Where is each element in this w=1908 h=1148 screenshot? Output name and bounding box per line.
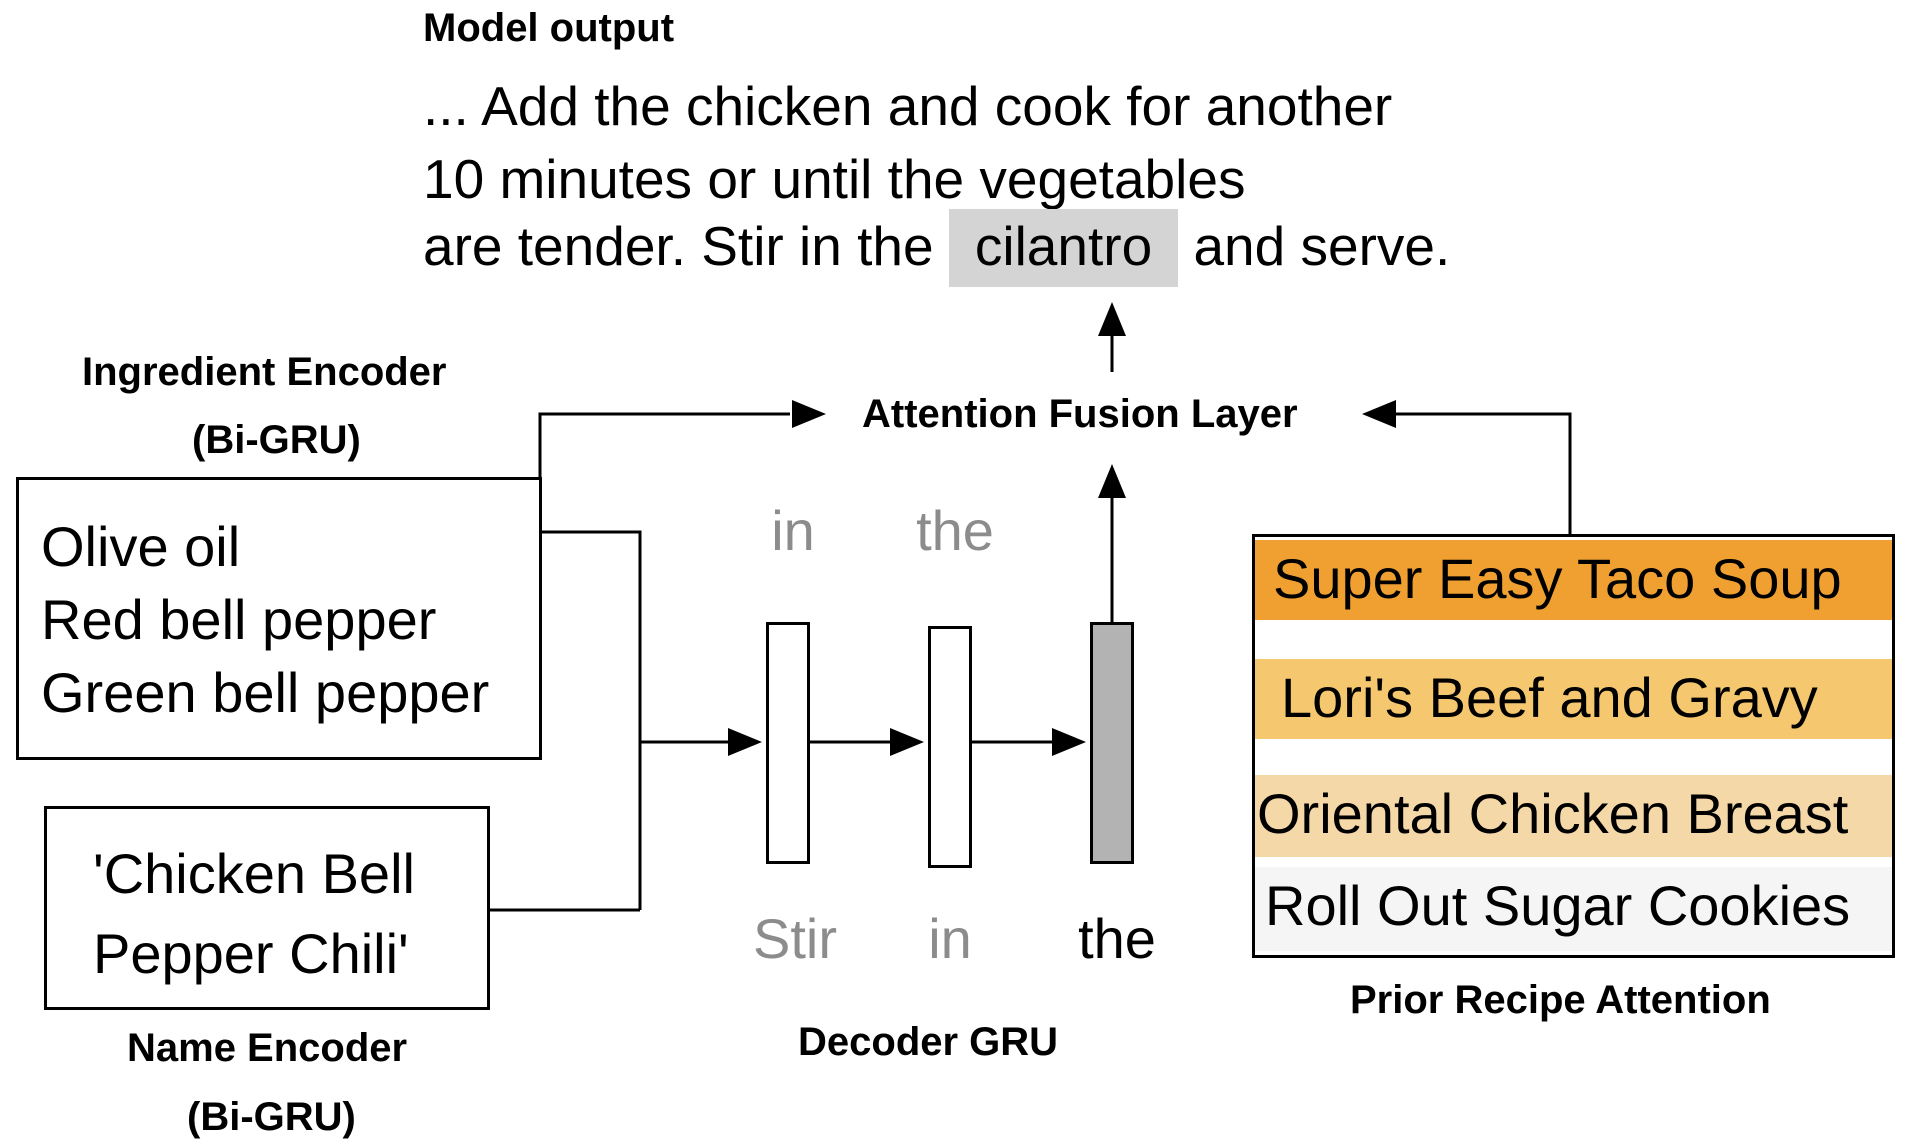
prior-recipe-item: Oriental Chicken Breast xyxy=(1255,775,1892,857)
model-output-heading: Model output xyxy=(423,6,675,50)
prior-recipe-box: Super Easy Taco Soup Lori's Beef and Gra… xyxy=(1252,534,1895,958)
decoder-gru-title: Decoder GRU xyxy=(798,1020,1059,1064)
attention-fusion-layer-label: Attention Fusion Layer xyxy=(862,392,1298,436)
recipe-name-line-1: 'Chicken Bell xyxy=(93,842,415,905)
arrow-prior-to-fusion xyxy=(1395,412,1572,534)
gru-cell xyxy=(766,622,810,864)
decoder-input-word: in xyxy=(928,907,972,970)
arrow-ingredient-to-fusion xyxy=(538,412,790,477)
arrowhead-fusion-output xyxy=(1098,302,1126,336)
arrowhead-prior-fusion xyxy=(1362,400,1396,428)
name-encoder-title: Name Encoder xyxy=(127,1026,408,1070)
prior-recipe-item: Super Easy Taco Soup xyxy=(1255,540,1892,620)
gru-cell xyxy=(928,626,972,868)
decoder-input-word-current: the xyxy=(1078,907,1156,970)
gru-cell-active xyxy=(1090,622,1134,864)
ingredient-item: Olive oil xyxy=(41,515,241,578)
prior-recipe-attention-title: Prior Recipe Attention xyxy=(1350,978,1771,1022)
ingredient-item: Green bell pepper xyxy=(41,661,490,724)
arrowhead-gru-1 xyxy=(728,728,762,756)
ingredient-encoder-box: Olive oil Red bell pepper Green bell pep… xyxy=(16,477,542,760)
recipe-name-line-2: Pepper Chili' xyxy=(93,922,409,985)
ingredient-list: Olive oil Red bell pepper Green bell pep… xyxy=(41,510,489,729)
model-output-line-2: 10 minutes or until the vegetables xyxy=(423,148,1246,210)
arrowhead-ingredient-fusion xyxy=(792,400,826,428)
highlighted-word: cilantro xyxy=(948,209,1179,287)
decoder-output-word: in xyxy=(771,499,815,562)
ingredient-item: Red bell pepper xyxy=(41,588,437,651)
ingredient-encoder-subtitle: (Bi-GRU) xyxy=(192,418,361,462)
prior-recipe-item: Lori's Beef and Gravy xyxy=(1255,659,1892,739)
arrowhead-gru-2 xyxy=(890,728,924,756)
ingredient-encoder-title: Ingredient Encoder xyxy=(82,350,447,394)
model-output-line-3: are tender. Stir in the cilantro and ser… xyxy=(423,209,1451,287)
name-encoder-subtitle: (Bi-GRU) xyxy=(187,1095,356,1139)
decoder-output-word: the xyxy=(916,499,994,562)
model-output-line-3-before: are tender. Stir in the xyxy=(423,215,934,277)
prior-recipe-item: Roll Out Sugar Cookies xyxy=(1255,867,1892,951)
recipe-name: 'Chicken Bell Pepper Chili' xyxy=(93,834,415,994)
line-ingredient-to-decoder xyxy=(540,530,642,910)
decoder-input-word: Stir xyxy=(753,907,837,970)
model-output-line-1: ... Add the chicken and cook for another xyxy=(423,75,1393,137)
arrowhead-gru-3 xyxy=(1052,728,1086,756)
model-output-line-3-after: and serve. xyxy=(1193,215,1451,277)
name-encoder-box: 'Chicken Bell Pepper Chili' xyxy=(44,806,490,1010)
arrowhead-decoder-fusion xyxy=(1098,464,1126,498)
